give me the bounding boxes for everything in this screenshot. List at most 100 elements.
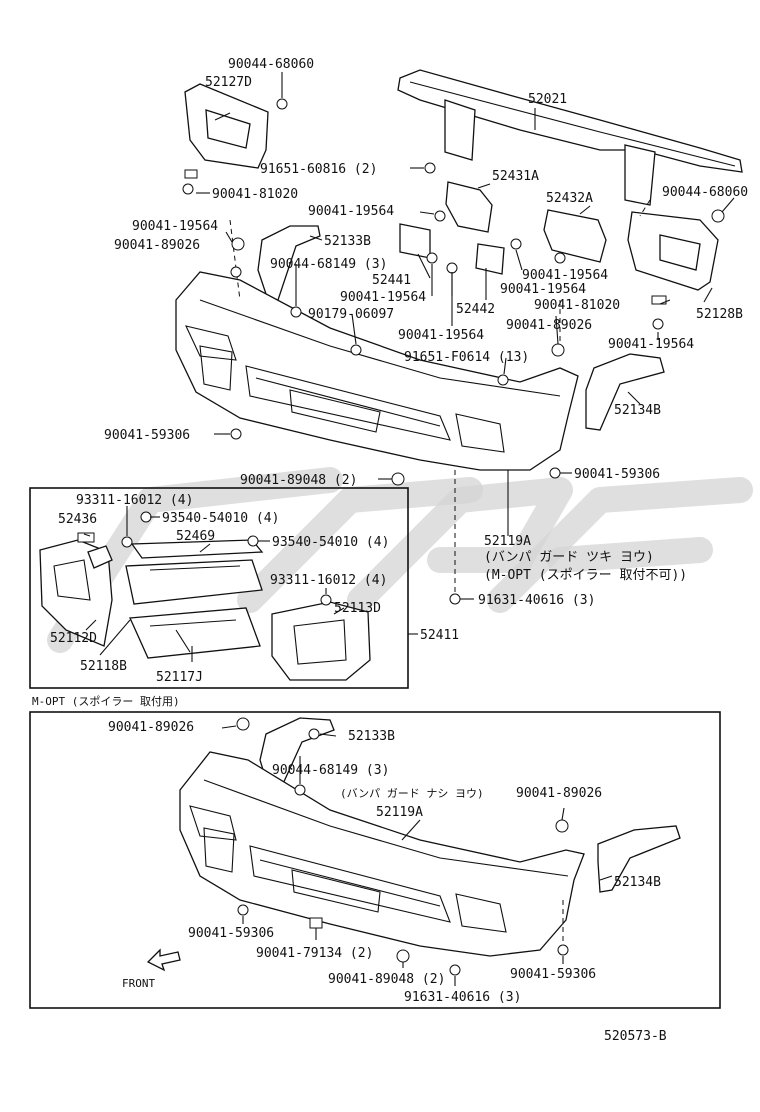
label-52436: 52436 [58,512,97,527]
label-52112D: 52112D [50,631,97,646]
front-bumper-cover-part [175,271,579,471]
nut-icon [391,472,405,486]
label-52442: 52442 [456,302,495,317]
clip-icon [77,532,95,543]
label-90041-89026-c: 90041-89026 [108,720,194,735]
label-90041-81020-left: 90041-81020 [212,187,298,202]
label-52431A: 52431A [492,169,539,184]
label-52133B-bottom: 52133B [348,729,395,744]
label-90041-19564-e: 90041-19564 [500,282,586,297]
clip-icon [446,262,458,274]
clip-icon [554,252,566,264]
label-90041-59306-c: 90041-59306 [188,926,274,941]
label-52134B-top: 52134B [614,403,661,418]
clip-icon [320,594,332,606]
fastener-symbols [182,98,725,605]
label-90041-89026-b: 90041-89026 [506,318,592,333]
label-90179-06097: 90179-06097 [308,307,394,322]
label-90041-19564-b: 90041-19564 [132,219,218,234]
label-52119A-note-m-opt: (M-OPT (スポイラー 取付不可)) [484,568,687,583]
nut-icon [396,949,410,963]
clip-icon [230,266,242,278]
label-90041-59306-b: 90041-59306 [574,467,660,482]
m-opt-bumper-parts [179,717,681,957]
label-52119A-bottom: 52119A [376,805,423,820]
clip-icon [424,162,436,174]
label-91631-40616-top: 91631-40616 (3) [478,593,595,608]
label-90041-89048-top: 90041-89048 (2) [240,473,357,488]
leader-lines-top [196,72,735,600]
label-90044-68060-right: 90044-68060 [662,185,748,200]
label-90041-89026-d: 90041-89026 [516,786,602,801]
screw-icon [247,535,259,547]
label-90044-68149-bottom: 90044-68149 (3) [272,763,389,778]
watermark-logo [47,467,753,653]
right-bumper-arm-part [585,353,665,431]
screw-icon [237,904,249,916]
label-52127D: 52127D [205,75,252,90]
bumper-guard-subassembly-box [29,487,418,689]
clip-icon [426,252,438,264]
screw-icon [497,374,509,386]
label-90041-89026-a: 90041-89026 [114,238,200,253]
clip-icon [121,536,133,548]
label-52128B: 52128B [696,307,743,322]
label-52441: 52441 [372,273,411,288]
leader-lines-m-opt [221,725,613,986]
assembly-guide-lines [229,199,651,595]
bolt-icon [276,98,288,110]
label-90041-19564-c: 90041-19564 [522,268,608,283]
clip-icon [510,238,522,250]
nut-icon [555,819,569,833]
screw-icon [449,964,461,976]
front-direction-arrow-icon [146,948,181,972]
m-opt-frame [29,711,721,1009]
clip-icon [184,169,198,179]
label-52133B-top: 52133B [324,234,371,249]
right-headlamp-bracket-part [627,211,719,305]
screw-icon [557,944,569,956]
label-52432A: 52432A [546,191,593,206]
nut-icon [551,343,565,357]
label-52134B-bottom: 52134B [614,875,661,890]
nut-icon [236,717,250,731]
label-90044-68060-left: 90044-68060 [228,57,314,72]
screw-icon [230,428,242,440]
clip-icon [309,917,323,929]
label-52113D: 52113D [334,601,381,616]
bolt-icon [290,306,302,318]
label-90041-19564-d: 90041-19564 [340,290,426,305]
label-52117J: 52117J [156,670,203,685]
bolt-icon [294,784,306,796]
label-93311-16012-a: 93311-16012 (4) [76,493,193,508]
label-52119A-note-no-guard: (バンパ ガード ナシ ヨウ) [340,787,484,800]
bolt-icon [308,728,320,740]
clip-icon [651,295,667,305]
clip-icon [434,210,446,222]
label-91651-60816: 91651-60816 (2) [260,162,377,177]
label-90041-59306-a: 90041-59306 [104,428,190,443]
label-93540-54010-b: 93540-54010 (4) [272,535,389,550]
leader-lines-subassembly [83,506,345,662]
label-90041-19564-f: 90041-19564 [398,328,484,343]
label-93311-16012-b: 93311-16012 (4) [270,573,387,588]
label-90041-19564-a: 90041-19564 [308,204,394,219]
label-91651-F0614: 91651-F0614 (13) [404,350,529,365]
nut-icon [231,237,245,251]
clip-icon [652,318,664,330]
bolt-icon [711,209,725,223]
label-90044-68149-top: 90044-68149 (3) [270,257,387,272]
label-52119A-note-guard: (バンパ ガード ツキ ヨウ) [484,550,654,565]
m-opt-fasteners [236,717,569,976]
label-93540-54010-a: 93540-54010 (4) [162,511,279,526]
label-front: FRONT [122,977,155,990]
part-number-labels: 90044-68060 52127D 52021 91651-60816 (2)… [32,57,748,1044]
label-52469: 52469 [176,529,215,544]
screw-icon [549,467,561,479]
label-90041-19564-g: 90041-19564 [608,337,694,352]
screw-icon [350,344,362,356]
label-52119A-top: 52119A [484,534,531,549]
figure-id-label: 520573-B [604,1029,667,1044]
